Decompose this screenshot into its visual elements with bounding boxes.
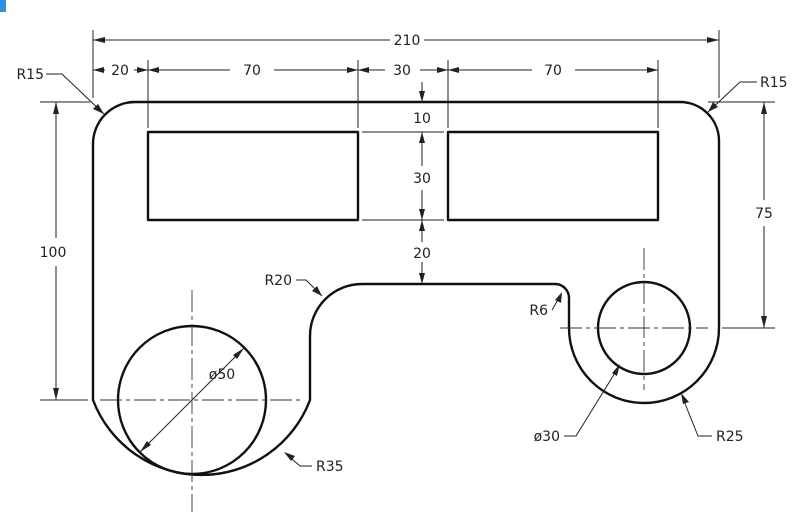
arrowhead	[419, 91, 425, 102]
extension-lines	[40, 30, 775, 401]
arrowhead	[612, 364, 620, 376]
dim-segment-30: 30	[393, 63, 411, 79]
arrowhead	[312, 286, 322, 296]
dim-right-height: 75	[755, 206, 773, 222]
dim-gap-20: 20	[413, 246, 431, 262]
arrowhead	[555, 292, 562, 303]
arrowhead	[284, 452, 295, 461]
dim-slot-height-30: 30	[413, 171, 431, 187]
arrowhead	[233, 348, 244, 359]
label-radius-top-right: R15	[760, 75, 788, 91]
arrowhead	[419, 220, 425, 231]
arrowhead	[707, 37, 719, 43]
arrowhead	[761, 102, 767, 114]
dim-segment-20: 20	[111, 63, 129, 79]
leader-dia30	[564, 367, 619, 437]
leader-r15-left	[46, 73, 105, 115]
leader-r15-right	[707, 81, 757, 113]
leader-r25	[681, 395, 712, 437]
arrowhead	[419, 273, 425, 284]
part-outline	[91, 100, 721, 477]
dim-segment-70-right: 70	[544, 63, 562, 79]
arrowhead	[419, 209, 425, 220]
dim-overall-height: 100	[40, 245, 67, 261]
label-radius-fillet: R20	[264, 273, 292, 289]
dim-segment-70-left: 70	[243, 63, 261, 79]
arrowhead	[93, 37, 105, 43]
label-small-hole-diameter: ø30	[534, 429, 560, 445]
label-radius-top-left: R15	[16, 67, 44, 83]
chain-arrowheads	[93, 67, 658, 73]
dim-overall-width: 210	[394, 33, 421, 49]
label-radius-small: R6	[529, 303, 548, 319]
arrowhead	[53, 388, 59, 400]
arrowhead	[761, 316, 767, 328]
label-radius-large-boss: R35	[316, 459, 344, 475]
leader-dia50	[139, 347, 245, 453]
label-large-hole-diameter: ø50	[209, 367, 235, 383]
arrowhead	[93, 104, 104, 114]
dim-offset-10: 10	[413, 111, 431, 127]
arrowhead	[681, 393, 689, 404]
label-radius-right-boss: R25	[716, 429, 744, 445]
right-slot	[446, 130, 660, 222]
corner-accent-mark	[0, 0, 6, 12]
arrowhead	[708, 102, 718, 112]
arrowhead	[140, 441, 151, 452]
left-slot	[146, 130, 360, 222]
arrowhead	[53, 102, 59, 114]
